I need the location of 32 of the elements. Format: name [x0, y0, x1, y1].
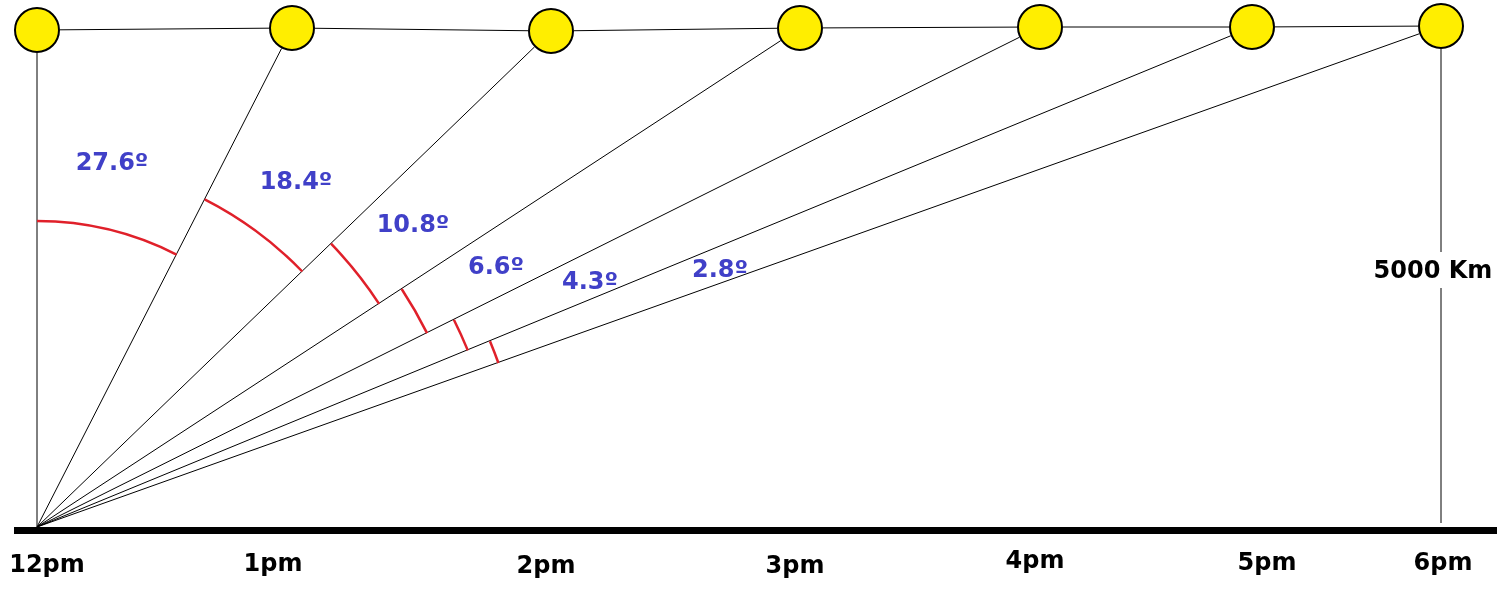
time-label: 3pm	[765, 551, 825, 579]
connector-line	[36, 46, 535, 528]
connector-line	[1274, 25, 1419, 28]
time-label: 12pm	[9, 550, 85, 578]
angle-label: 6.6º	[467, 252, 525, 280]
connector-line	[36, 40, 782, 528]
sun-circle	[14, 7, 60, 53]
sun-circle	[269, 5, 315, 51]
connector-line	[36, 52, 38, 528]
angle-label: 10.8º	[376, 210, 450, 238]
time-label: 6pm	[1413, 548, 1473, 576]
sun-circle	[1017, 4, 1063, 50]
angle-label: 2.8º	[691, 255, 749, 283]
connector-line	[1440, 48, 1442, 524]
connector-line	[573, 27, 778, 32]
time-label: 1pm	[243, 549, 303, 577]
angle-label: 4.3º	[561, 267, 619, 295]
connector-line	[822, 26, 1018, 29]
connector-line	[36, 48, 283, 528]
time-label: 2pm	[516, 551, 576, 579]
edge-label: 5000 Km	[1373, 252, 1493, 288]
sun-circle	[528, 8, 574, 54]
time-label: 5pm	[1237, 548, 1297, 576]
connector-line	[1062, 26, 1230, 28]
connector-line	[59, 27, 270, 31]
sun-circle	[1229, 4, 1275, 50]
sun-circle	[777, 5, 823, 51]
angle-label: 27.6º	[75, 148, 149, 176]
time-label: 4pm	[1005, 546, 1065, 574]
connector-line	[314, 27, 529, 32]
angle-label: 18.4º	[259, 167, 333, 195]
sun-circle	[1418, 3, 1464, 49]
